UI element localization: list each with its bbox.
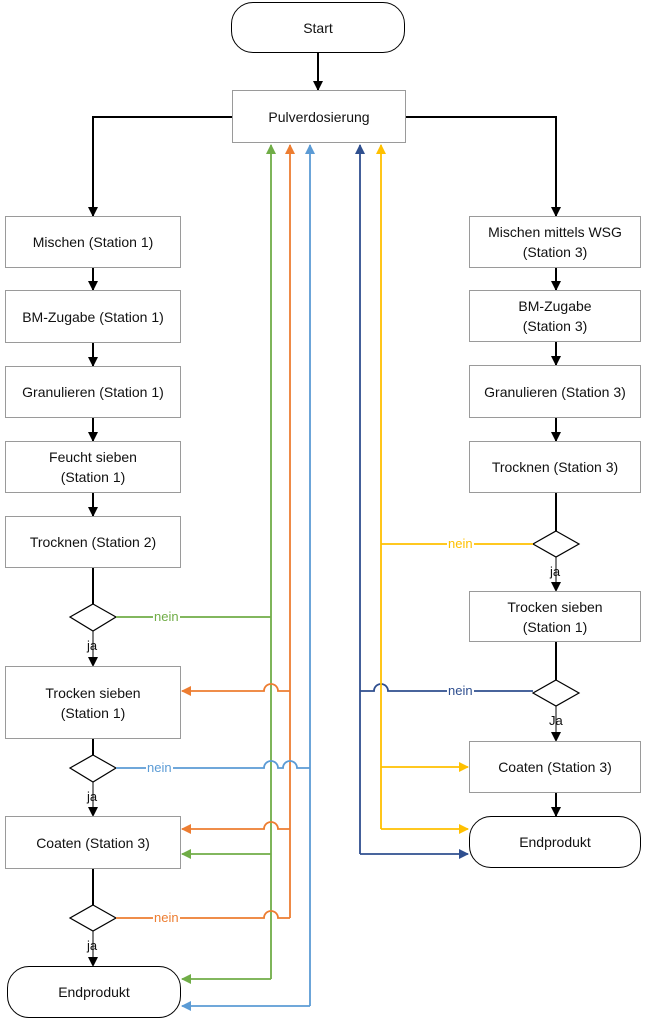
label-nein-darkblue: nein bbox=[447, 683, 474, 698]
process-pulverdosierung: Pulverdosierung bbox=[232, 90, 406, 143]
label-nein-green: nein bbox=[153, 609, 180, 624]
arrow-pulver-right bbox=[406, 116, 561, 217]
decision-diamond-4 bbox=[531, 530, 581, 558]
process-granulieren-station-1: Granulieren (Station 1) bbox=[5, 366, 181, 418]
label-ja-5: Ja bbox=[549, 713, 563, 728]
label-ja-3: ja bbox=[87, 938, 98, 953]
process-mischen-wsg-station-3: Mischen mittels WSG (Station 3) bbox=[469, 216, 641, 268]
process-feucht-sieben-station-1: Feucht sieben (Station 1) bbox=[5, 441, 181, 493]
process-trocken-sieben-left: Trocken sieben (Station 1) bbox=[5, 666, 181, 739]
process-bm-zugabe-station-1: BM-Zugabe (Station 1) bbox=[5, 290, 181, 343]
process-granulieren-station-3: Granulieren (Station 3) bbox=[469, 365, 641, 418]
decision-diamond-1 bbox=[68, 603, 118, 632]
decision-diamond-3 bbox=[68, 904, 118, 932]
label-nein-orange: nein bbox=[153, 910, 180, 925]
process-trocknen-station-2: Trocknen (Station 2) bbox=[5, 516, 181, 568]
process-trocken-sieben-right: Trocken sieben (Station 1) bbox=[469, 591, 641, 642]
process-bm-zugabe-station-3: BM-Zugabe (Station 3) bbox=[469, 290, 641, 342]
label-nein-lightblue: nein bbox=[146, 760, 173, 775]
decision-diamond-5 bbox=[531, 679, 581, 707]
process-coaten-right: Coaten (Station 3) bbox=[469, 741, 641, 793]
endprodukt-left-terminal: Endprodukt bbox=[7, 966, 181, 1018]
label-ja-2: ja bbox=[87, 789, 98, 804]
label-ja-4: ja bbox=[550, 564, 561, 579]
process-coaten-left: Coaten (Station 3) bbox=[5, 816, 181, 869]
start-terminal: Start bbox=[231, 2, 405, 53]
process-trocknen-station-3: Trocknen (Station 3) bbox=[469, 441, 641, 493]
endprodukt-right-terminal: Endprodukt bbox=[469, 816, 641, 868]
label-ja-1: ja bbox=[87, 638, 98, 653]
decision-diamond-2 bbox=[68, 754, 118, 783]
arrow-pulver-left bbox=[88, 116, 232, 217]
label-nein-yellow: nein bbox=[447, 536, 474, 551]
process-mischen-station-1: Mischen (Station 1) bbox=[5, 216, 181, 268]
